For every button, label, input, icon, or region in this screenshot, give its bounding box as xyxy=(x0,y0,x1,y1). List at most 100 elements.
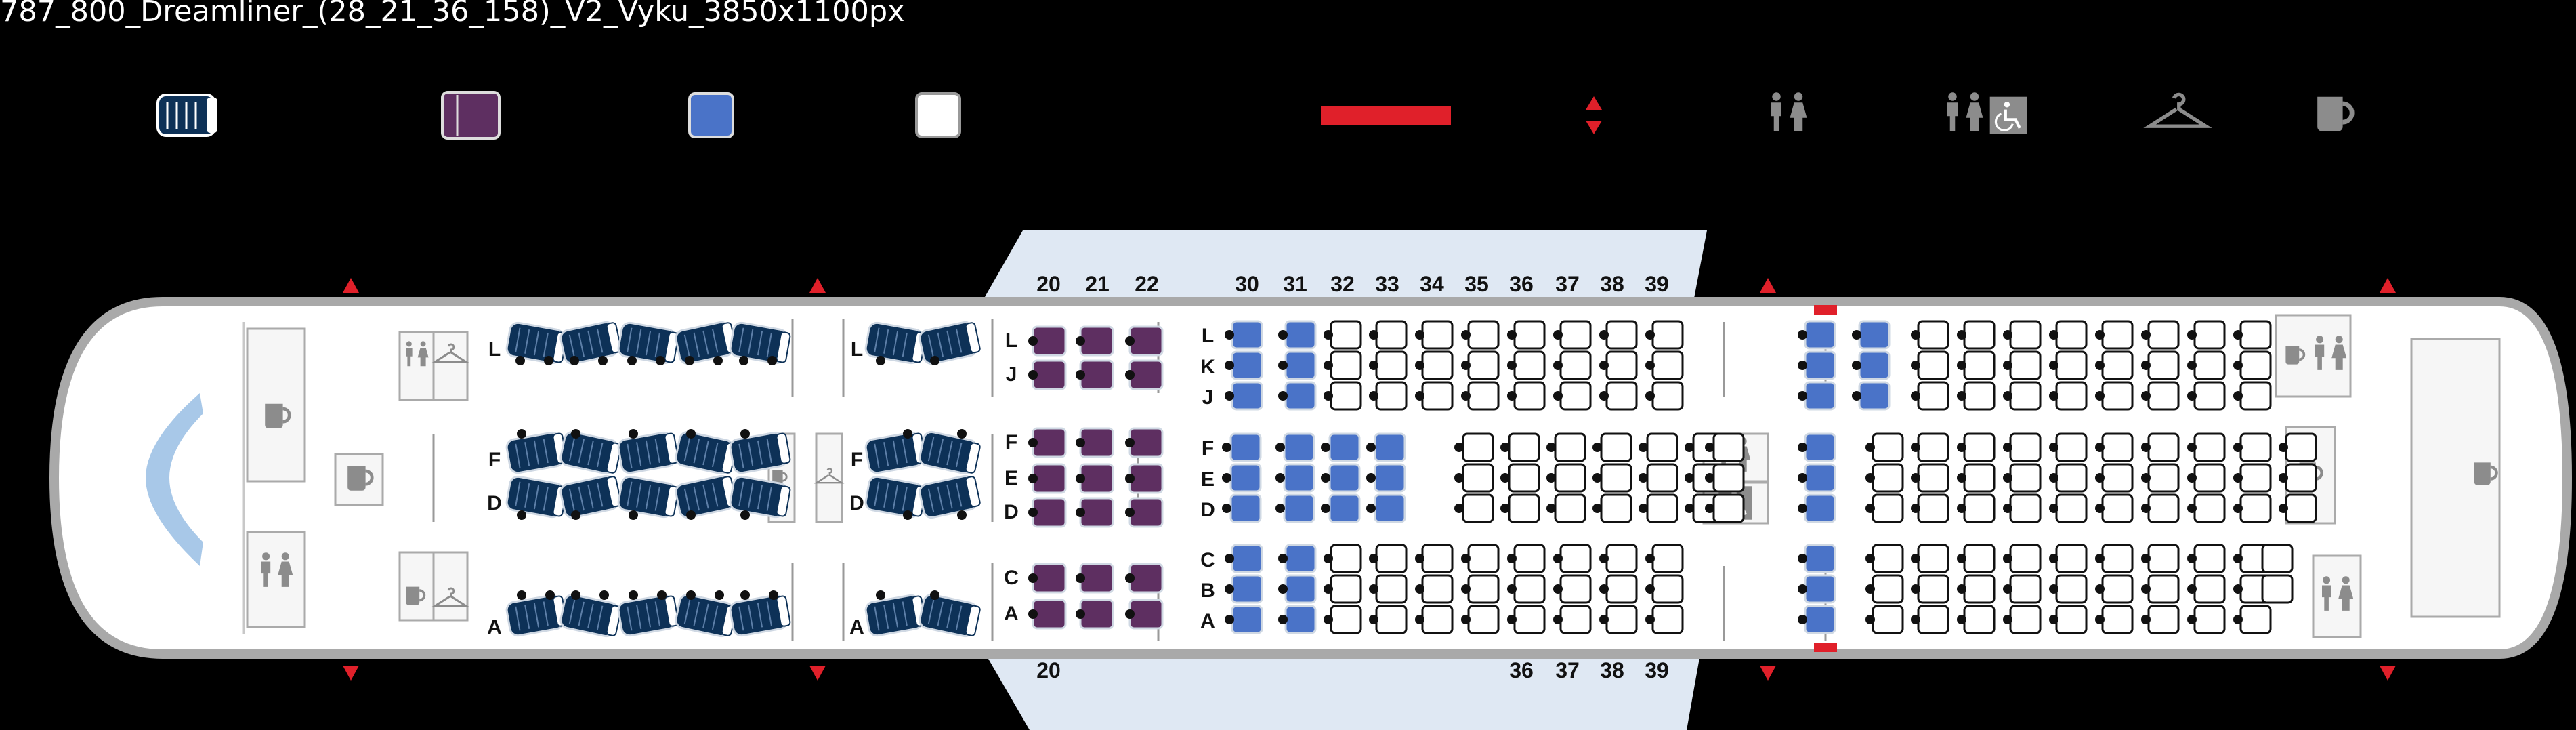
economy-seat xyxy=(1872,463,1904,493)
seat-table-dot xyxy=(1865,504,1875,513)
seat-table-dot xyxy=(570,356,579,365)
seat-letter: F xyxy=(1005,431,1017,453)
legend-premium-box xyxy=(441,91,501,140)
cup-handle xyxy=(2490,465,2498,481)
exit-down xyxy=(1586,121,1602,134)
economy-seat xyxy=(1467,544,1500,573)
seat-table-dot xyxy=(1275,504,1285,513)
extra-seat xyxy=(1804,574,1836,604)
galley-icon xyxy=(772,470,788,485)
seat-table-dot xyxy=(1125,573,1135,583)
seat-table-dot xyxy=(2233,330,2243,340)
seat-stripe xyxy=(946,603,953,628)
seat-table-dot xyxy=(2233,554,2243,563)
seat-table-dot xyxy=(1865,584,1875,594)
seat-stripe xyxy=(543,486,549,511)
seat-table-dot xyxy=(1278,615,1288,624)
seat-table-dot xyxy=(2003,584,2012,594)
premium-seat xyxy=(1128,427,1164,458)
cup xyxy=(2285,346,2300,365)
figure-body xyxy=(278,561,293,587)
seat-letter: A xyxy=(1004,603,1019,625)
ottoman xyxy=(664,595,679,627)
economy-seat xyxy=(2193,381,2226,411)
seat-table-dot xyxy=(769,590,778,600)
seat-stripe xyxy=(902,439,908,464)
seat-table-dot xyxy=(1553,361,1563,370)
economy-seat xyxy=(2009,544,2042,573)
seat-table-dot xyxy=(1321,504,1330,513)
seat-stripe xyxy=(515,481,521,506)
seat-table-dot xyxy=(1369,330,1378,340)
seat-stripe xyxy=(748,483,754,508)
economy-seat xyxy=(1712,463,1745,493)
seat-table-dot xyxy=(1076,336,1085,346)
seat-table-dot xyxy=(2141,584,2151,594)
business-seat-L xyxy=(559,321,622,365)
economy-seat xyxy=(1605,381,1638,411)
business-seat-A xyxy=(617,594,679,637)
premium-seat xyxy=(1032,325,1067,357)
economy-seat xyxy=(2147,350,2180,380)
wing-fairing-bottom xyxy=(986,654,1700,730)
seat-table-dot xyxy=(1125,609,1135,619)
economy-seat xyxy=(1375,350,1408,380)
cup-handle xyxy=(2298,348,2306,361)
hanger xyxy=(814,468,845,484)
economy-seat xyxy=(2193,463,2226,493)
economy-seat xyxy=(1330,350,1362,380)
seat-table-dot xyxy=(1507,615,1517,624)
economy-seat xyxy=(1872,605,1904,634)
seat-table-dot xyxy=(1076,370,1085,380)
ottoman xyxy=(776,485,791,517)
seat-table-dot xyxy=(715,590,724,600)
economy-seat xyxy=(2147,320,2180,350)
seat-table-dot xyxy=(1028,438,1038,447)
premium-seat xyxy=(1032,359,1067,390)
seat-stripe xyxy=(892,331,899,356)
economy-seat xyxy=(1917,493,1949,523)
row-number: 20 xyxy=(1036,272,1061,296)
legend xyxy=(156,91,2355,140)
row-number: 36 xyxy=(1509,272,1534,296)
seat-table-dot xyxy=(1321,443,1330,452)
figure-head xyxy=(1970,92,1979,101)
seat-table-dot xyxy=(2233,504,2243,513)
extra-seat xyxy=(1284,381,1317,411)
hanger xyxy=(431,587,470,607)
economy-seat xyxy=(1646,493,1678,523)
seat-stripe xyxy=(683,334,691,359)
economy-seat xyxy=(1651,320,1684,350)
cup xyxy=(265,403,283,428)
seat-table-dot xyxy=(1415,554,1424,563)
seat-table-dot xyxy=(1076,474,1085,483)
economy-seat xyxy=(2193,350,2226,380)
cup-handle xyxy=(782,472,788,482)
seat-table-dot xyxy=(1278,391,1288,401)
economy-seat xyxy=(2009,320,2042,350)
bulkhead-icon xyxy=(1321,106,1451,125)
seat-table-dot xyxy=(1366,473,1376,483)
extra-seat xyxy=(1804,605,1836,634)
row-number: 36 xyxy=(1509,658,1534,683)
figure-body xyxy=(1771,102,1781,131)
extra-seat xyxy=(1283,463,1315,493)
seat-table-dot xyxy=(1957,473,1966,483)
economy-seat xyxy=(1462,493,1494,523)
seat-stripe xyxy=(515,327,521,352)
lavatory-icon xyxy=(2315,336,2347,370)
seat-stripe xyxy=(693,601,700,626)
seat-stripe xyxy=(627,606,633,631)
economy-seat xyxy=(1554,493,1586,523)
economy-seat xyxy=(2239,463,2272,493)
extra-seat xyxy=(1229,493,1262,523)
seat-table-dot xyxy=(629,429,638,439)
seat-stripe xyxy=(587,603,594,628)
seat-stripe xyxy=(693,439,700,464)
closet-icon xyxy=(431,343,470,363)
seat-table-dot xyxy=(1324,361,1333,370)
seat-stripe xyxy=(683,488,691,513)
business-seat-D xyxy=(505,475,568,519)
economy-seat xyxy=(1963,493,1996,523)
seat-table-dot xyxy=(2003,504,2012,513)
